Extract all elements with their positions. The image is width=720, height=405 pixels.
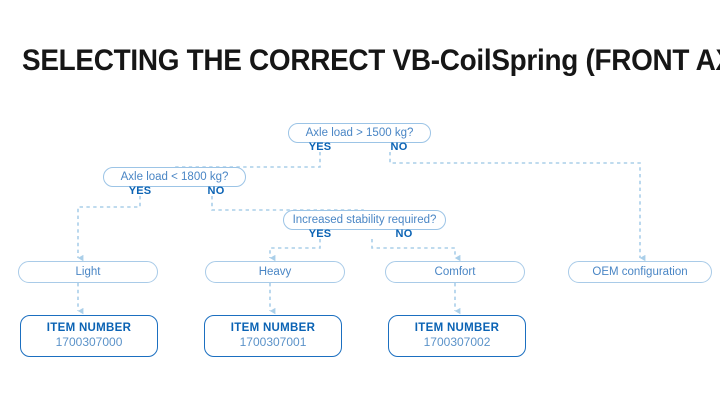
wire-d3-no — [371, 239, 461, 262]
result-label: Comfort — [434, 266, 476, 278]
item-number-value: 1700307002 — [423, 335, 491, 349]
item-number-value: 1700307000 — [55, 335, 123, 349]
result-light[interactable]: Light — [18, 261, 158, 283]
decision-1-yes-label: YES — [308, 141, 332, 153]
decision-1-no-label: NO — [390, 141, 408, 153]
item-number-header: ITEM NUMBER — [414, 322, 500, 334]
decision-3-yes-label: YES — [308, 228, 332, 240]
page-title: SELECTING THE CORRECT VB-CoilSpring (FRO… — [22, 44, 720, 77]
item-number-box-heavy[interactable]: ITEM NUMBER 1700307001 — [204, 315, 342, 357]
result-comfort[interactable]: Comfort — [385, 261, 525, 283]
decision-2-yes-label: YES — [128, 185, 152, 197]
decision-3-no-label: NO — [395, 228, 413, 240]
wire-d1-no — [389, 152, 646, 262]
wire-d2-yes — [77, 196, 141, 262]
result-oem-configuration[interactable]: OEM configuration — [568, 261, 712, 283]
wire-d2-no — [211, 196, 364, 216]
result-heavy[interactable]: Heavy — [205, 261, 345, 283]
result-label: Light — [75, 266, 101, 278]
decision-axle-load-1500[interactable]: Axle load > 1500 kg? — [288, 123, 431, 143]
item-number-value: 1700307001 — [239, 335, 307, 349]
result-label: Heavy — [258, 266, 292, 278]
item-number-header: ITEM NUMBER — [230, 322, 316, 334]
decision-axle-load-1800[interactable]: Axle load < 1800 kg? — [103, 167, 246, 187]
item-number-header: ITEM NUMBER — [46, 322, 132, 334]
decision-label: Increased stability required? — [292, 214, 437, 226]
item-number-box-light[interactable]: ITEM NUMBER 1700307000 — [20, 315, 158, 357]
decision-label: Axle load > 1500 kg? — [305, 127, 414, 139]
decision-increased-stability[interactable]: Increased stability required? — [283, 210, 446, 230]
decision-label: Axle load < 1800 kg? — [120, 171, 229, 183]
item-number-box-comfort[interactable]: ITEM NUMBER 1700307002 — [388, 315, 526, 357]
wire-d3-yes — [269, 239, 321, 262]
decision-2-no-label: NO — [207, 185, 225, 197]
result-label: OEM configuration — [592, 266, 688, 278]
